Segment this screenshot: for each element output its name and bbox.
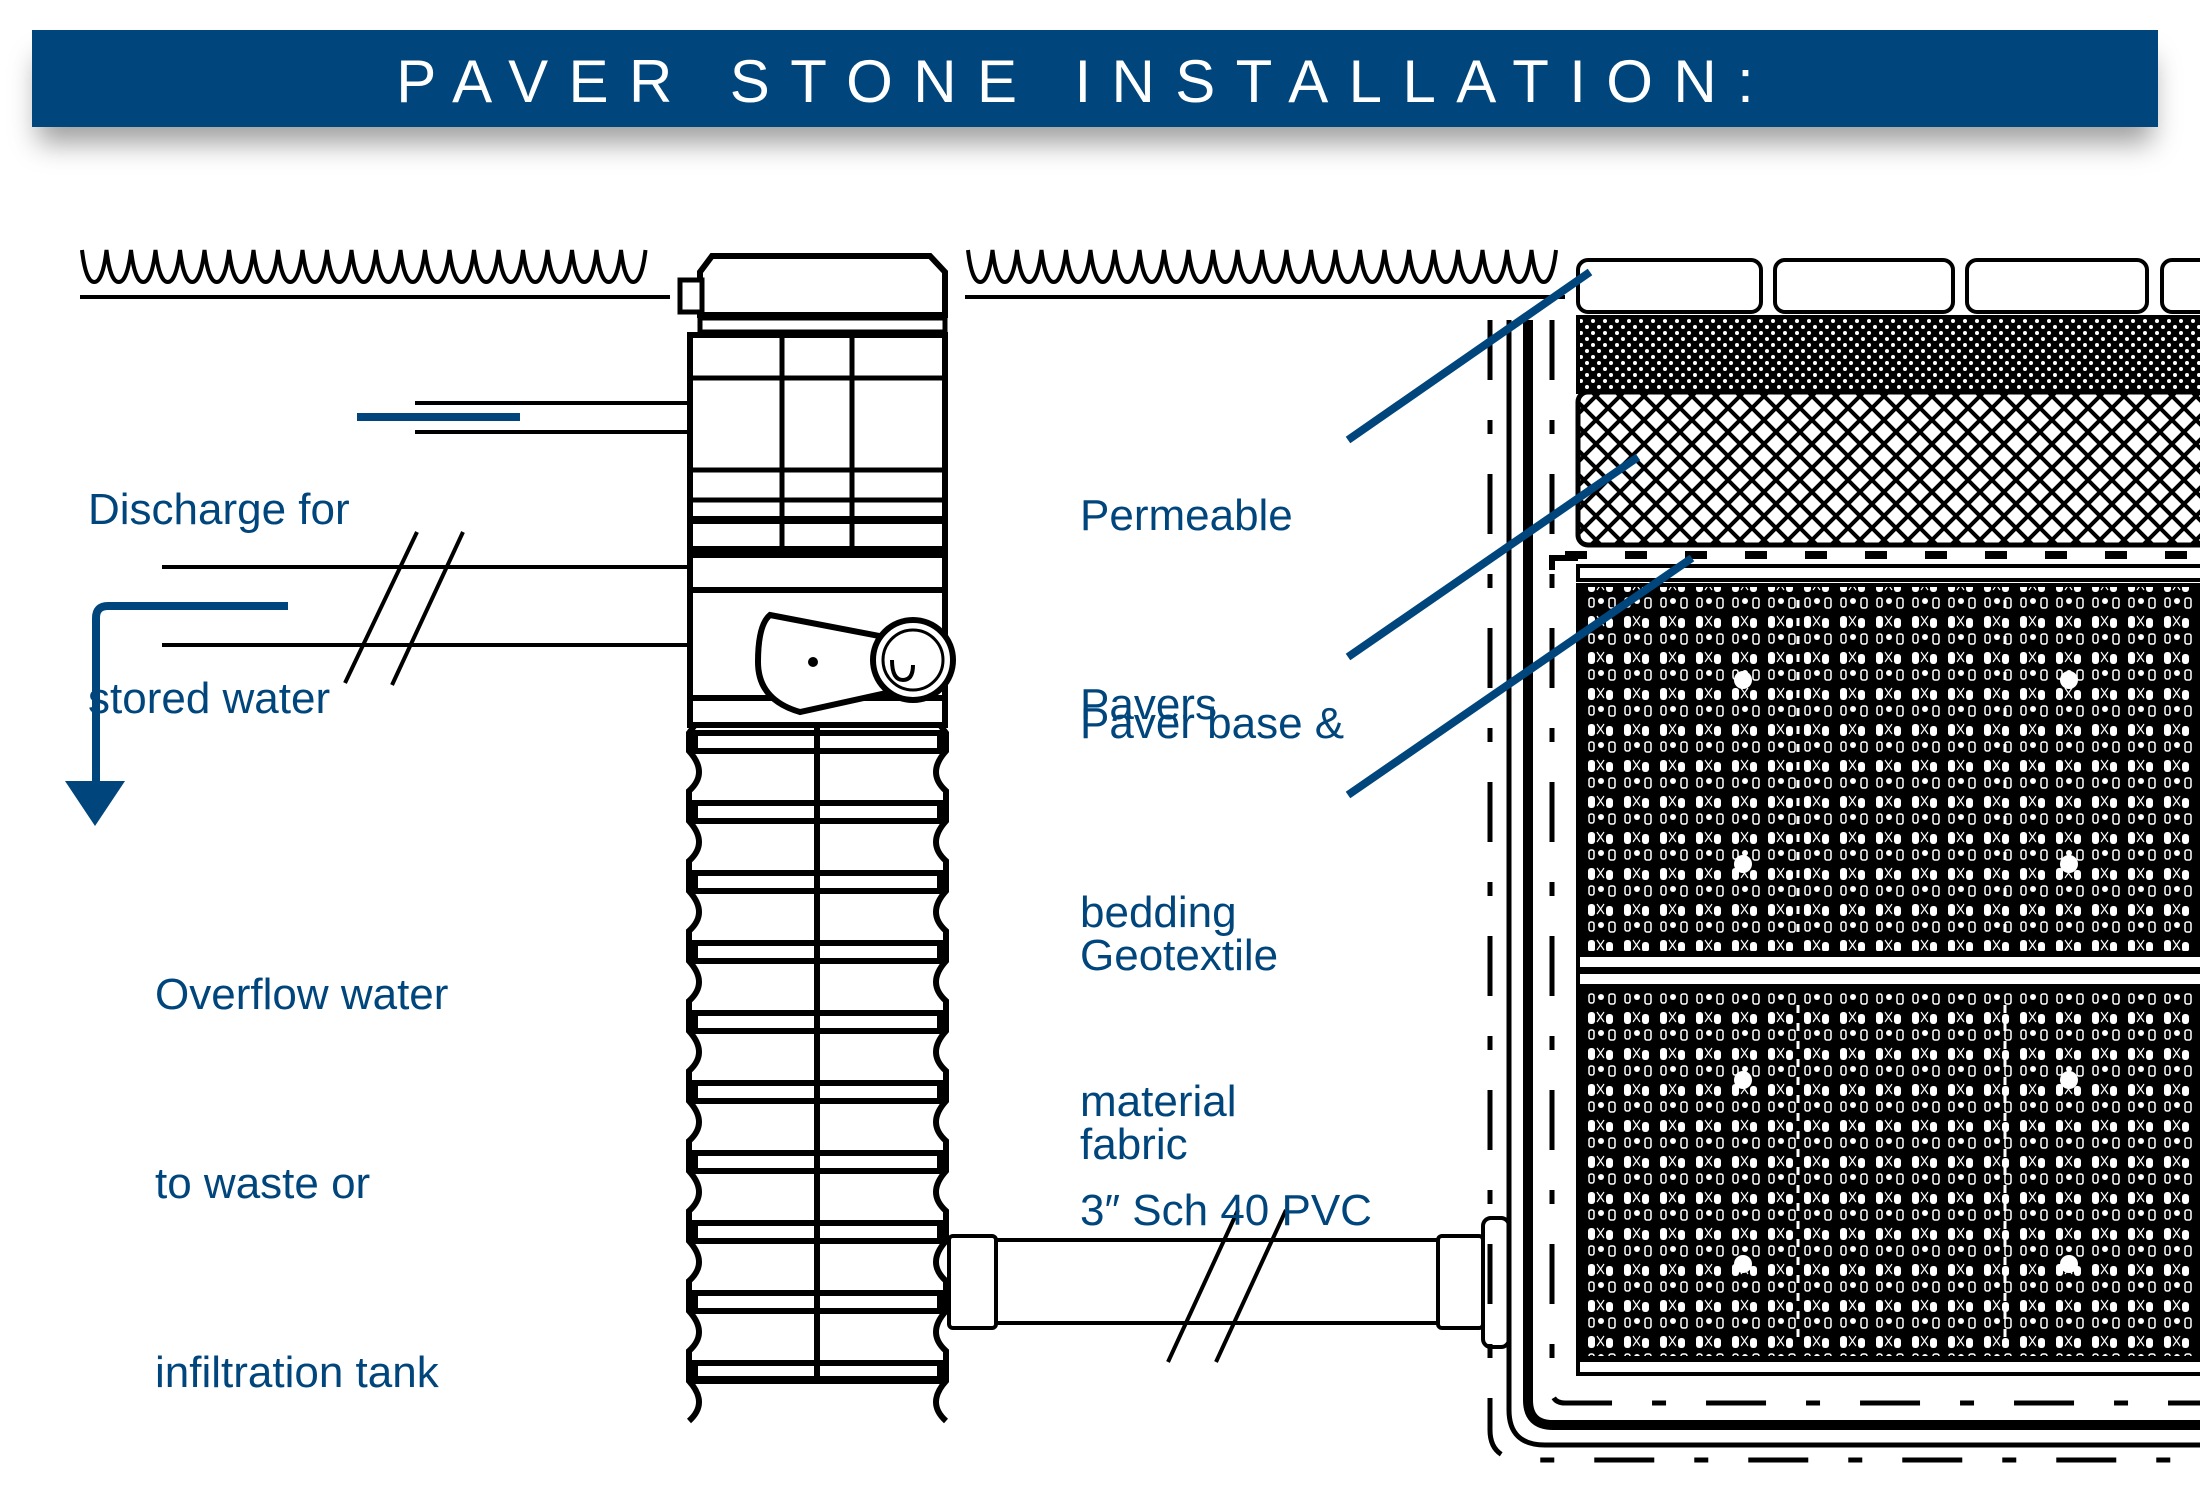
float-body (754, 611, 903, 716)
paver (1773, 258, 1955, 314)
storage-module-upper (1576, 583, 2200, 955)
label-discharge: Discharge for stored water (88, 352, 350, 793)
overflow-arrow-line (92, 602, 288, 790)
paver (1576, 258, 1763, 314)
leader-permeable-pavers (1345, 268, 1593, 444)
label-line: Discharge for (88, 485, 350, 534)
label-geotextile: Geotextile fabric (1080, 798, 1278, 1239)
label-line: stored water (88, 674, 331, 723)
leader-lines (92, 268, 1695, 799)
label-line: Geotextile (1080, 931, 1279, 980)
ground-surface (80, 249, 1565, 299)
float-pivot (808, 657, 818, 667)
label-paver-base: Paver base & bedding material (1080, 566, 1344, 1196)
break-mark (390, 531, 465, 686)
label-line: material (1080, 1077, 1237, 1126)
outlet-fitting (870, 617, 956, 703)
overflow-pipe (162, 531, 688, 686)
label-line: Overflow water (155, 970, 449, 1019)
grass-left (80, 249, 648, 285)
pvc-coupling-right (1436, 1234, 1485, 1330)
riser-upper-body (687, 332, 948, 578)
grass-right (966, 249, 1558, 285)
liner-outer (1506, 320, 2200, 1448)
tank-wall (1523, 320, 2200, 1430)
pvc-coupling-left (947, 1234, 998, 1330)
label-permeable-pavers: Permeable Pavers (1080, 358, 1293, 799)
riser-cap (697, 253, 948, 318)
tank-flange (1481, 1216, 1511, 1349)
break-mark (343, 531, 419, 684)
leader-geotextile (1345, 554, 1695, 799)
riser-wall (686, 723, 949, 1424)
label-line: infiltration tank (155, 1348, 439, 1397)
liner-dashed-outer (1487, 320, 2200, 1463)
label-pvc: 3″ Sch 40 PVC (1080, 1053, 1372, 1305)
label-line: Paver base & (1080, 699, 1345, 748)
leader-paver-base (1345, 453, 1641, 661)
label-line: bedding (1080, 888, 1237, 937)
label-line: to waste or (155, 1159, 371, 1208)
paver-base-layer (1575, 389, 2200, 548)
label-line: Pavers (1080, 680, 1217, 729)
permeable-pavers (1576, 258, 2200, 314)
overflow-riser (677, 253, 956, 1424)
bedding-layer (1576, 315, 2200, 394)
page-title: PAVER STONE INSTALLATION: (396, 47, 1775, 115)
paver (1965, 258, 2149, 314)
pvc-pipe (947, 1209, 1511, 1363)
title-banner: PAVER STONE INSTALLATION: (32, 30, 2158, 127)
label-overflow: Overflow water to waste or infiltration … (155, 837, 448, 1467)
infiltration-storage-tank (1487, 315, 2200, 1463)
break-mark (1166, 1209, 1240, 1363)
paver (2160, 258, 2200, 314)
label-line: 3″ Sch 40 PVC (1080, 1186, 1372, 1235)
break-mark (1214, 1209, 1288, 1363)
geotextile-line (1549, 320, 2200, 1406)
label-line: fabric (1080, 1120, 1188, 1169)
storage-module-lower (1576, 988, 2200, 1360)
label-line: Permeable (1080, 491, 1293, 540)
arrow-down-icon (65, 781, 125, 826)
